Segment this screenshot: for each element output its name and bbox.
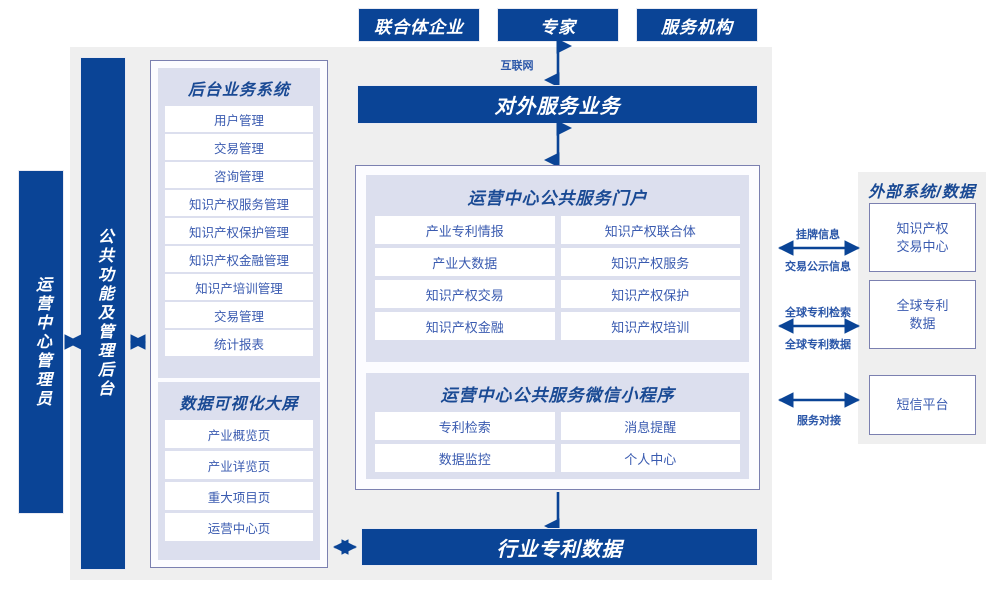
public-service-portal-title: 运营中心公共服务门户	[467, 189, 648, 208]
external-item-ip-exchange-center[interactable]: 知识产权 交易中心	[869, 203, 976, 272]
external-item-global-patent-data[interactable]: 全球专利 数据	[869, 280, 976, 349]
dashboard-item[interactable]: 产业详览页	[165, 451, 313, 479]
miniprogram-item-grid: 专利检索 消息提醒 数据监控 个人中心	[366, 412, 749, 481]
rail-operations-admin-label: 运营中心管理员	[33, 275, 50, 409]
arrow-internet-vertical	[543, 38, 573, 88]
portal-item-grid: 产业专利情报 知识产权联合体 产业大数据 知识产权服务 知识产权交易 知识产权保…	[366, 216, 749, 349]
arrow-dashboard-to-data	[332, 539, 358, 555]
external-label-trade-disclosure: 交易公示信息	[785, 261, 851, 273]
external-label-service-docking: 服务对接	[797, 415, 841, 427]
actor-box-service-org[interactable]: 服务机构	[636, 8, 758, 42]
backend-business-system-title: 后台业务系统	[187, 82, 290, 99]
backend-item[interactable]: 交易管理	[165, 302, 313, 328]
portal-item[interactable]: 产业专利情报	[375, 216, 555, 244]
industry-patent-data-bar[interactable]: 行业专利数据	[361, 528, 758, 566]
dashboard-item[interactable]: 重大项目页	[165, 482, 313, 510]
portal-item[interactable]: 知识产权联合体	[560, 216, 740, 244]
backend-item[interactable]: 知识产权金融管理	[165, 246, 313, 272]
external-label-global-patent-search: 全球专利检索	[785, 307, 851, 319]
rail-common-functions-label: 公共功能及管理后台	[95, 228, 112, 399]
arrow-to-sms-platform	[777, 392, 861, 408]
internet-label: 互联网	[500, 60, 534, 72]
arrow-admin-to-common	[64, 334, 82, 350]
wechat-miniprogram-group: 运营中心公共服务微信小程序 专利检索 消息提醒 数据监控 个人中心	[366, 373, 749, 479]
actor-box-expert[interactable]: 专家	[497, 8, 619, 42]
data-dashboard-title: 数据可视化大屏	[179, 396, 299, 413]
portal-item[interactable]: 知识产权服务	[560, 248, 740, 276]
backend-business-system-group: 后台业务系统 用户管理 交易管理 咨询管理 知识产权服务管理 知识产权保护管理 …	[158, 68, 320, 378]
backend-item[interactable]: 咨询管理	[165, 162, 313, 188]
external-item-sms-platform[interactable]: 短信平台	[869, 375, 976, 435]
backend-item[interactable]: 统计报表	[165, 330, 313, 356]
arrow-to-global-patent-data	[777, 318, 861, 334]
arrow-common-to-backend	[129, 334, 147, 350]
portal-item[interactable]: 知识产权保护	[560, 280, 740, 308]
external-label-listing-info: 挂牌信息	[796, 229, 840, 241]
miniprogram-item[interactable]: 个人中心	[560, 444, 740, 472]
dashboard-item[interactable]: 产业概览页	[165, 420, 313, 448]
actor-box-consortium[interactable]: 联合体企业	[358, 8, 480, 42]
rail-operations-admin[interactable]: 运营中心管理员	[18, 170, 64, 514]
dashboard-item[interactable]: 运营中心页	[165, 513, 313, 541]
backend-item[interactable]: 知识产权服务管理	[165, 190, 313, 216]
data-dashboard-group: 数据可视化大屏 产业概览页 产业详览页 重大项目页 运营中心页	[158, 382, 320, 560]
arrow-service-to-portal	[543, 120, 573, 168]
portal-item[interactable]: 知识产权交易	[375, 280, 555, 308]
miniprogram-item[interactable]: 消息提醒	[560, 412, 740, 440]
backend-item[interactable]: 交易管理	[165, 134, 313, 160]
arrow-portal-to-data	[543, 492, 560, 534]
external-label-global-patent-data: 全球专利数据	[785, 339, 851, 351]
portal-item[interactable]: 知识产权培训	[560, 312, 740, 340]
arrow-to-ip-exchange-center	[777, 240, 861, 256]
dashboard-item-list: 产业概览页 产业详览页 重大项目页 运营中心页	[158, 420, 320, 549]
external-service-business-bar[interactable]: 对外服务业务	[357, 85, 758, 124]
backend-item[interactable]: 知识产培训管理	[165, 274, 313, 300]
backend-item[interactable]: 知识产权保护管理	[165, 218, 313, 244]
portal-item[interactable]: 知识产权金融	[375, 312, 555, 340]
backend-item[interactable]: 用户管理	[165, 106, 313, 132]
miniprogram-item[interactable]: 数据监控	[375, 444, 555, 472]
miniprogram-item[interactable]: 专利检索	[375, 412, 555, 440]
public-service-portal-group: 运营中心公共服务门户 产业专利情报 知识产权联合体 产业大数据 知识产权服务 知…	[366, 175, 749, 362]
rail-common-functions[interactable]: 公共功能及管理后台	[80, 57, 126, 570]
wechat-miniprogram-title: 运营中心公共服务微信小程序	[440, 386, 675, 405]
portal-item[interactable]: 产业大数据	[375, 248, 555, 276]
external-systems-title: 外部系统/数据	[868, 184, 976, 201]
backend-item-list: 用户管理 交易管理 咨询管理 知识产权服务管理 知识产权保护管理 知识产权金融管…	[158, 106, 320, 364]
